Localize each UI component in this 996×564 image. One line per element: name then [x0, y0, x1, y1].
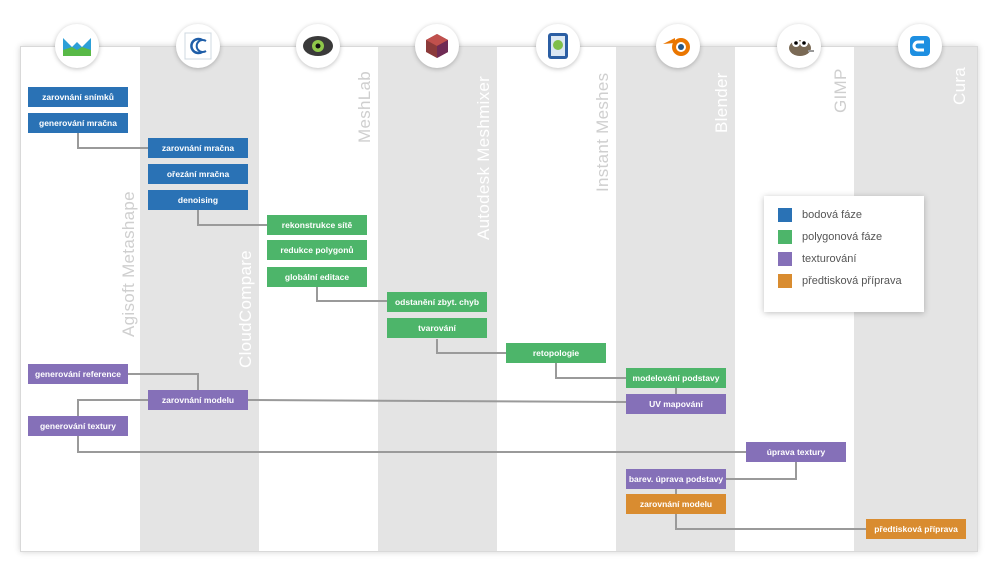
connector-alignment-to-uv [246, 399, 627, 403]
lane-cloudcompare: CloudCompare [140, 47, 259, 551]
step-redukce-polygonu: redukce polygonů [267, 240, 367, 260]
connector-meshmixer-to-instantmeshes [436, 339, 506, 354]
blender-logo-icon [656, 24, 700, 68]
step-barev-uprava-podstavy: barev. úprava podstavy [626, 469, 726, 489]
step-generovani-reference: generování reference [28, 364, 128, 384]
connector-cloudcompare-to-meshlab [197, 210, 267, 226]
step-uprava-textury: úprava textury [746, 442, 846, 462]
connector-reference-to-alignment [128, 373, 199, 390]
step-retopologie: retopologie [506, 343, 606, 363]
legend-swatch [778, 230, 792, 244]
step-orezani-mracna: ořezání mračna [148, 164, 248, 184]
step-modelovani-podstavy: modelování podstavy [626, 368, 726, 388]
step-zarovnani-mracna: zarovnání mračna [148, 138, 248, 158]
step-zarovnani-modelu-cloudcompare: zarovnání modelu [148, 390, 248, 410]
connector-blender-to-cura [675, 514, 866, 530]
step-generovani-mracna: generování mračna [28, 113, 128, 133]
step-rekonstrukce-site: rekonstrukce sítě [267, 215, 367, 235]
cura-logo-icon [898, 24, 942, 68]
agisoft-metashape-logo-icon [55, 24, 99, 68]
step-generovani-textury: generování textury [28, 416, 128, 436]
lane-blender: Blender [616, 47, 735, 551]
legend-label: polygonová fáze [802, 231, 883, 243]
legend-item-point-phase: bodová fáze [778, 208, 862, 222]
instant-meshes-logo-icon [536, 24, 580, 68]
step-predtiskova-priprava: předtisková příprava [866, 519, 966, 539]
connector-agisoft-to-cloudcompare [77, 133, 148, 149]
meshlab-logo-icon [296, 24, 340, 68]
cloudcompare-logo-icon [176, 24, 220, 68]
step-odstraneni-chyb: odstanění zbyt. chyb [387, 292, 487, 312]
legend-label: předtisková příprava [802, 275, 902, 287]
connector-gimp-to-blender [726, 462, 797, 480]
legend-item-texturing: texturování [778, 252, 856, 266]
legend: bodová fáze polygonová fáze texturování … [764, 196, 924, 312]
step-zarovnani-modelu-blender: zarovnání modelu [626, 494, 726, 514]
connector-texture-to-gimp [77, 436, 746, 453]
step-uv-mapovani: UV mapování [626, 394, 726, 414]
connector-meshlab-to-meshmixer [316, 287, 387, 302]
step-denoising: denoising [148, 190, 248, 210]
gimp-logo-icon [777, 24, 821, 68]
legend-swatch [778, 274, 792, 288]
step-globalni-editace: globální editace [267, 267, 367, 287]
meshmixer-logo-icon [415, 24, 459, 68]
legend-item-print-prep: předtisková příprava [778, 274, 902, 288]
lane-meshlab: MeshLab [259, 47, 378, 551]
legend-swatch [778, 208, 792, 222]
step-tvarovani: tvarování [387, 318, 487, 338]
lane-instant-meshes: Instant Meshes [497, 47, 616, 551]
step-zarovnani-snimku: zarovnání snímků [28, 87, 128, 107]
legend-label: texturování [802, 253, 857, 265]
legend-swatch [778, 252, 792, 266]
connector-instantmeshes-to-blender [555, 363, 626, 379]
legend-item-polygon-phase: polygonová fáze [778, 230, 882, 244]
legend-label: bodová fáze [802, 209, 862, 221]
